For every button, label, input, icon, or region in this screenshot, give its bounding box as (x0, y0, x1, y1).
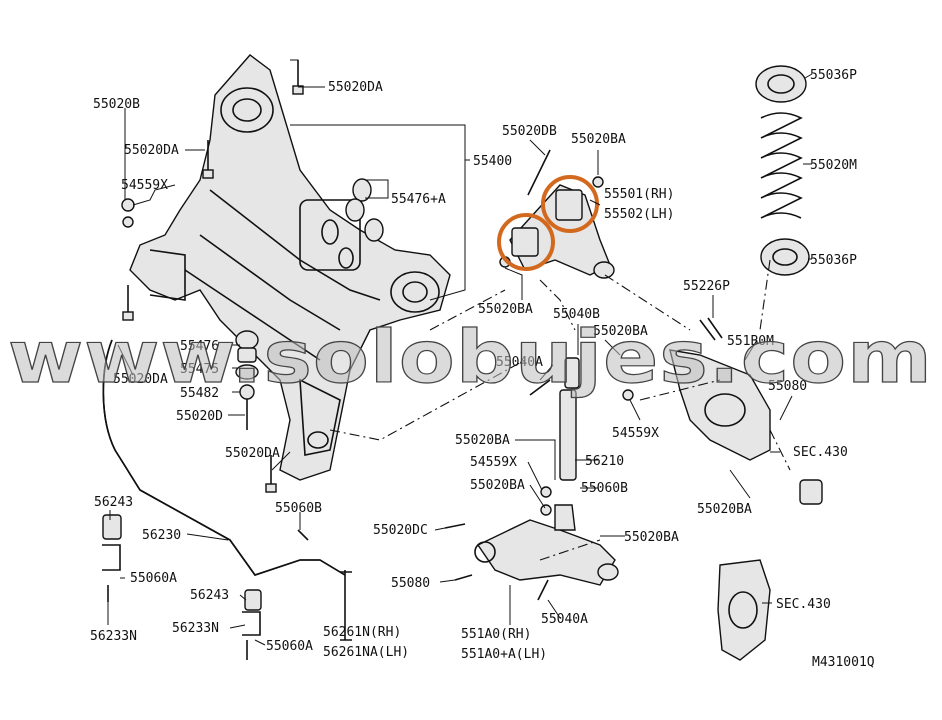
label-55020DB: 55020DB (502, 124, 557, 139)
label-55020B: 55020B (93, 97, 140, 112)
label-55036P-top: 55036P (810, 68, 857, 83)
label-55020D: 55020D (176, 409, 223, 424)
label-56230: 56230 (142, 528, 181, 543)
lower-arm-551B0M-drawing (622, 317, 823, 505)
label-54559X-c: 54559X (470, 455, 517, 470)
leader-lines (107, 59, 813, 646)
label-55020DA-top: 55020DA (328, 80, 383, 95)
label-55226P: 55226P (683, 279, 730, 294)
label-551A0A: 551A0+A(LH) (461, 647, 547, 662)
label-55060A-bot: 55060A (266, 639, 313, 654)
label-55020BA-rb: 55020BA (697, 502, 752, 517)
label-55020BA-r: 55020BA (593, 324, 648, 339)
knuckle-sec430-drawing (717, 559, 771, 661)
label-55060A-top: 55060A (130, 571, 177, 586)
center-lines (329, 259, 791, 561)
label-55060B-l: 55060B (275, 501, 322, 516)
label-55501: 55501(RH) (604, 187, 674, 202)
label-55476A: 55476+A (391, 192, 446, 207)
label-55020M: 55020M (810, 158, 857, 173)
label-54559X-left: 54559X (121, 178, 168, 193)
label-55060B-c: 55060B (581, 481, 628, 496)
label-551B0M: 551B0M (727, 334, 774, 349)
label-55040A-mid: 55040A (496, 355, 543, 370)
left-fasteners-drawing (121, 60, 309, 541)
label-55020BA-mid: 55020BA (478, 302, 533, 317)
label-55020DC: 55020DC (373, 523, 428, 538)
label-56243-top: 56243 (94, 495, 133, 510)
label-56233N-b: 56233N (90, 629, 137, 644)
stabilizer-bar-56230-drawing (102, 339, 352, 660)
label-55020BA-c: 55020BA (455, 433, 510, 448)
label-56210: 56210 (585, 454, 624, 469)
label-56261N: 56261N(RH) (323, 625, 401, 640)
mount-stack-drawing (235, 330, 259, 430)
label-55020BA-c2: 55020BA (470, 478, 525, 493)
label-55400: 55400 (473, 154, 512, 169)
highlight-circle-left (497, 213, 555, 271)
label-551A0: 551A0(RH) (461, 627, 531, 642)
subframe-55400-drawing (129, 54, 451, 481)
label-54559X-r: 54559X (612, 426, 659, 441)
label-55036P-bot: 55036P (810, 253, 857, 268)
label-55502: 55502(LH) (604, 207, 674, 222)
label-55080-c: 55080 (391, 576, 430, 591)
label-55475: 55475 (180, 362, 219, 377)
label-55020BA-cb: 55020BA (624, 530, 679, 545)
label-sec430-a: SEC.430 (793, 445, 848, 460)
label-sec430-b: SEC.430 (776, 597, 831, 612)
label-55482: 55482 (180, 386, 219, 401)
label-56233N-l: 56233N (172, 621, 219, 636)
label-55476: 55476 (180, 339, 219, 354)
part-labels: 55020DA 55020B 55020DA 54559X 55400 5547… (90, 68, 875, 670)
label-56261NA: 56261NA(LH) (323, 645, 409, 660)
lower-link-551A0-drawing (444, 504, 619, 601)
label-55020DA-bl: 55020DA (113, 372, 168, 387)
label-55040B: 55040B (553, 307, 600, 322)
label-55020BA-top: 55020BA (571, 132, 626, 147)
diagram-code: M431001Q (812, 655, 875, 670)
label-56243-bot: 56243 (190, 588, 229, 603)
label-55020DA-left: 55020DA (124, 143, 179, 158)
bushing-55476A-drawing (345, 178, 384, 242)
label-55040A-bot: 55040A (541, 612, 588, 627)
label-55020DA-low: 55020DA (225, 446, 280, 461)
shock-absorber-56210-drawing (529, 357, 580, 516)
coil-spring-55020M-drawing (755, 65, 810, 276)
label-55080-right: 55080 (768, 379, 807, 394)
watermark-text: www.solobujes.com (8, 315, 933, 399)
